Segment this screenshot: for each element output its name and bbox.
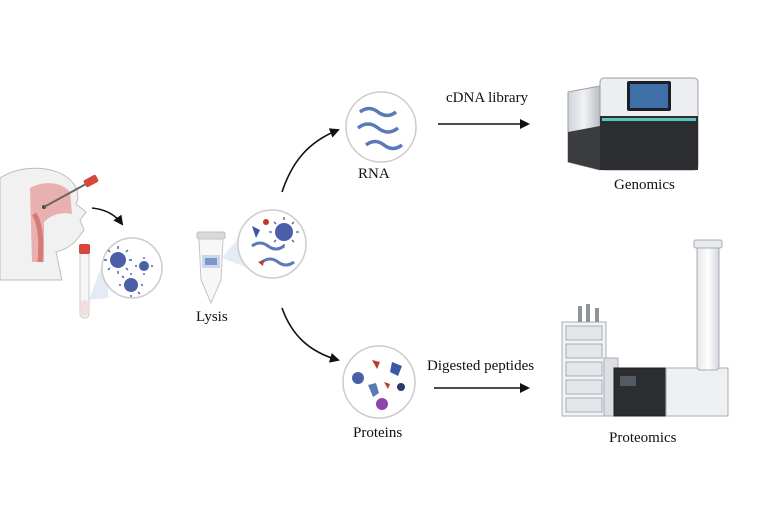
arrow-to-proteins — [281, 307, 340, 363]
proteomics-label: Proteomics — [609, 430, 677, 446]
virus-circle-icon — [101, 237, 163, 299]
lysis-label: Lysis — [196, 309, 228, 325]
digested-peptides-label: Digested peptides — [427, 358, 535, 374]
cdna-library-label: cDNA library — [446, 90, 529, 106]
sequencer-instrument-icon — [567, 77, 699, 171]
arrow-to-rna — [281, 128, 340, 193]
genomics-label: Genomics — [614, 177, 675, 193]
proteins-circle-icon — [342, 345, 416, 419]
microcentrifuge-tube-icon — [196, 231, 226, 305]
proteins-label: Proteins — [353, 425, 403, 441]
mass-spectrometer-icon — [561, 239, 729, 417]
nasal-swab-patient-icon — [0, 167, 99, 281]
rna-strands-icon — [345, 91, 417, 163]
sample-tube-icon — [79, 244, 90, 319]
lysate-circle-icon — [237, 209, 307, 279]
arrow-to-sample — [91, 207, 124, 226]
rna-label: RNA — [358, 166, 390, 182]
